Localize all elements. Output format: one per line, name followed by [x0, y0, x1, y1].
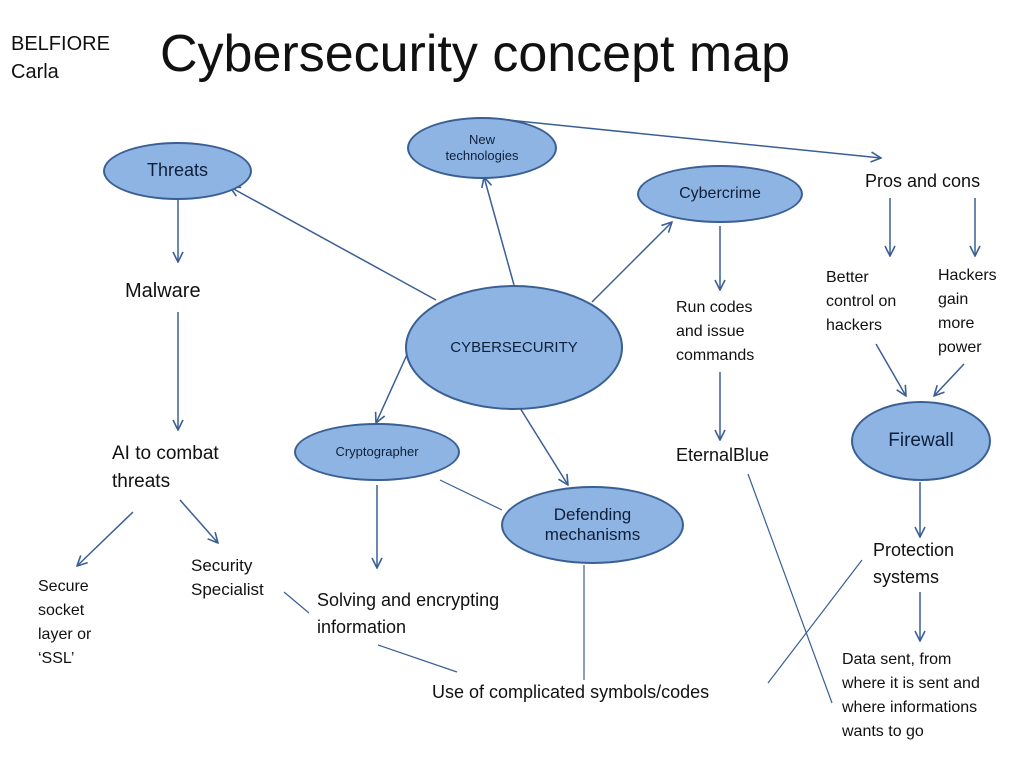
- node-defending-line-2: mechanisms: [544, 525, 641, 544]
- label-hackers-gain-power: Hackers gain more power: [938, 264, 997, 360]
- node-defending-mechanisms: Defending mechanisms: [501, 486, 684, 564]
- edge-protection-symbols: [767, 559, 863, 684]
- label-hackers-line-2: gain: [938, 291, 969, 308]
- node-firewall: Firewall: [851, 401, 991, 481]
- label-ssl-line-4: ‘SSL’: [38, 650, 75, 667]
- node-defending-line-1: Defending: [553, 504, 632, 524]
- label-malware: Malware: [125, 280, 201, 302]
- label-hackers-line-1: Hackers: [938, 267, 997, 284]
- label-specialist-line-1: Security: [191, 556, 253, 575]
- author-line-2: Carla: [11, 61, 59, 83]
- label-ssl: Secure socket layer or ‘SSL’: [38, 575, 91, 671]
- author-name: BELFIORE Carla: [11, 30, 110, 86]
- node-cryptographer-label: Cryptographer: [335, 444, 419, 460]
- edge-cyber-defending: [519, 407, 568, 485]
- edge-eternalblue-datasent: [747, 473, 833, 704]
- node-new-technologies-line-2: technologies: [445, 148, 519, 163]
- label-solving-line-1: Solving and encrypting: [317, 590, 500, 610]
- label-data-sent: Data sent, from where it is sent and whe…: [842, 648, 980, 744]
- label-run-codes-line-3: commands: [676, 347, 755, 364]
- label-solving-line-2: information: [317, 617, 407, 637]
- label-better-line-1: Better: [826, 269, 869, 286]
- label-complicated-symbols: Use of complicated symbols/codes: [432, 682, 710, 702]
- label-data-sent-line-2: where it is sent and: [842, 675, 980, 692]
- node-cryptographer: Cryptographer: [294, 423, 460, 481]
- node-cybersecurity: CYBERSECURITY: [405, 285, 623, 410]
- label-hackers-line-4: power: [938, 339, 982, 356]
- edge-cyber-cryptographer: [376, 347, 411, 423]
- edge-hackers-firewall: [934, 363, 965, 396]
- label-better-control: Better control on hackers: [826, 266, 896, 338]
- label-protection-line-2: systems: [873, 567, 940, 587]
- label-better-line-2: control on: [826, 293, 897, 310]
- label-better-line-3: hackers: [826, 317, 883, 334]
- node-cybercrime: Cybercrime: [637, 165, 803, 223]
- page-title: Cybersecurity concept map: [160, 25, 791, 83]
- label-ai-line-2: threats: [112, 471, 171, 492]
- edge-cryptographer-defending: [439, 479, 503, 511]
- label-ssl-line-2: socket: [38, 602, 85, 619]
- edge-specialist-symbols: [283, 591, 310, 614]
- label-security-specialist: Security Specialist: [191, 554, 264, 602]
- node-new-technologies-line-1: New: [468, 132, 495, 148]
- label-protection-systems: Protection systems: [873, 537, 954, 591]
- label-specialist-line-2: Specialist: [191, 580, 264, 599]
- label-eternalblue: EternalBlue: [676, 445, 770, 465]
- label-ssl-line-1: Secure: [38, 578, 89, 595]
- edge-newtech-proscons: [487, 117, 881, 158]
- node-new-technologies: New technologies: [407, 117, 557, 179]
- edge-cyber-newtech: [484, 177, 515, 286]
- label-data-sent-line-3: where informations: [842, 699, 978, 716]
- label-solving-encrypting: Solving and encrypting information: [317, 587, 499, 641]
- author-line-1: BELFIORE: [11, 33, 110, 55]
- edge-ai-specialist: [179, 499, 218, 543]
- node-threats-label: Threats: [146, 160, 209, 181]
- label-ai-line-1: AI to combat: [112, 443, 219, 464]
- node-cybercrime-label: Cybercrime: [679, 185, 761, 203]
- label-pros-and-cons: Pros and cons: [865, 171, 981, 191]
- edge-better-firewall: [875, 343, 906, 396]
- edge-cyber-threats: [230, 187, 437, 301]
- node-threats: Threats: [103, 142, 252, 200]
- label-ai-to-combat-threats: AI to combat threats: [112, 440, 219, 496]
- label-hackers-line-3: more: [938, 315, 975, 332]
- edge-ai-ssl: [77, 511, 134, 566]
- edge-cyber-cybercrime: [591, 222, 672, 303]
- label-data-sent-line-1: Data sent, from: [842, 651, 952, 668]
- label-protection-line-1: Protection: [873, 540, 955, 560]
- label-data-sent-line-4: wants to go: [842, 723, 924, 740]
- node-cybersecurity-label: CYBERSECURITY: [450, 338, 578, 356]
- node-firewall-label: Firewall: [888, 429, 954, 451]
- label-ssl-line-3: layer or: [38, 626, 92, 643]
- label-run-codes-line-2: and issue: [676, 323, 745, 340]
- label-run-codes: Run codes and issue commands: [676, 296, 754, 368]
- label-run-codes-line-1: Run codes: [676, 299, 753, 316]
- edge-solving-symbols: [377, 644, 458, 673]
